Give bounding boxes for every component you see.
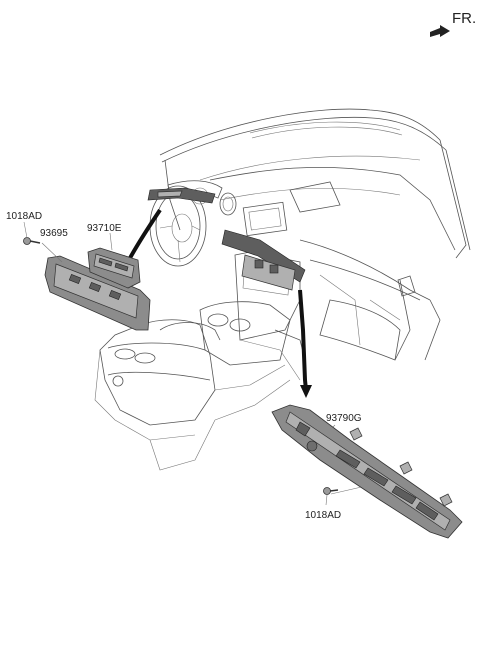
part-label-switch-bar: 93790G <box>326 413 362 424</box>
switch-panel-93695 <box>44 255 151 331</box>
direction-label: FR. <box>452 10 477 27</box>
part-label-bolt-right: 1018AD <box>305 510 342 521</box>
cluster-switch-highlight <box>147 187 216 204</box>
leader-arrows <box>124 208 312 398</box>
arrow-right-icon <box>430 25 450 37</box>
bolt-icon <box>23 237 41 245</box>
part-label-switch-center: 93710E <box>87 223 122 234</box>
switch-bar-93790G <box>271 404 463 539</box>
center-stack-switch-highlight <box>221 229 306 291</box>
part-label-switch-left: 93695 <box>40 228 68 239</box>
bolt-icon-right <box>323 487 339 495</box>
switch-93710E <box>87 247 141 289</box>
part-label-bolt-left: 1018AD <box>6 211 43 222</box>
